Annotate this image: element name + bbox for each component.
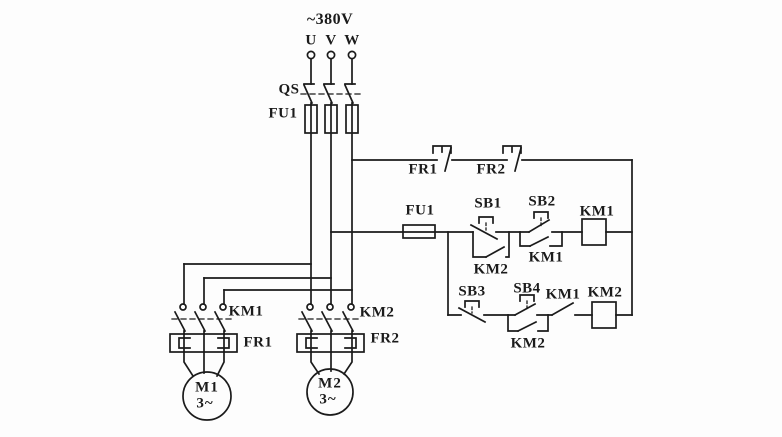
km2-interlock-label: KM2 xyxy=(473,261,509,278)
fr2-relay-label: FR2 xyxy=(370,330,400,347)
fr2-contact-label: FR2 xyxy=(476,161,506,178)
km2-main-contacts xyxy=(298,303,360,335)
fr2-thermal-relay xyxy=(296,333,365,353)
sb4-button xyxy=(513,294,537,317)
km1-main-contacts xyxy=(171,303,233,335)
km1-main-label: KM1 xyxy=(228,303,264,320)
sb3-label: SB3 xyxy=(458,283,486,300)
supply-terminals xyxy=(306,50,357,85)
km1-holding-label: KM1 xyxy=(528,249,564,266)
km2-coil-label: KM2 xyxy=(587,284,623,301)
control-rung1 xyxy=(330,211,633,316)
motor1-name-label: M1 xyxy=(195,379,219,396)
km1-coil xyxy=(581,218,607,246)
km2-holding-label: KM2 xyxy=(510,335,546,352)
sb3-button xyxy=(457,300,487,324)
motor2-circle xyxy=(306,368,354,416)
qs-label: QS xyxy=(278,81,300,98)
supply-voltage-label: ~380V xyxy=(306,11,354,28)
phase-w-label: W xyxy=(344,32,360,49)
main-fuse-label: FU1 xyxy=(268,105,298,122)
control-fuse xyxy=(402,224,436,239)
sb2-label: SB2 xyxy=(528,193,556,210)
km1-holding-contact xyxy=(519,231,563,248)
motor2-name-label: M2 xyxy=(318,375,342,392)
control-fuse-label: FU1 xyxy=(405,202,435,219)
fr1-contact-blade xyxy=(443,146,453,173)
motor1-leads xyxy=(183,351,225,378)
fr1-relay-label: FR1 xyxy=(243,334,273,351)
sb4-label: SB4 xyxy=(513,280,541,297)
sb2-button xyxy=(527,211,551,234)
motor2-type-label: 3~ xyxy=(319,391,337,408)
fr1-thermal-relay xyxy=(169,333,238,353)
sb1-button xyxy=(469,216,499,241)
km1-interlock-contact xyxy=(550,301,575,317)
left-branch-wiring xyxy=(183,263,353,305)
sb1-label: SB1 xyxy=(474,195,502,212)
phase-u-label: U xyxy=(305,32,317,49)
phase-lines xyxy=(310,102,353,305)
control-rung2 xyxy=(447,294,633,333)
fr2-contact-blade xyxy=(513,146,523,173)
qs-disconnect-switch xyxy=(300,83,362,105)
km2-coil xyxy=(591,301,617,329)
motor2-leads xyxy=(310,351,353,376)
motor1-circle xyxy=(182,371,232,421)
km2-interlock-contact xyxy=(472,231,510,259)
km1-interlock-label: KM1 xyxy=(545,286,581,303)
phase-v-label: V xyxy=(325,32,337,49)
km2-holding-contact xyxy=(507,314,549,333)
km1-coil-label: KM1 xyxy=(579,203,615,220)
fr1-contact-label: FR1 xyxy=(408,161,438,178)
km2-main-label: KM2 xyxy=(359,304,395,321)
control-top-line xyxy=(351,145,633,173)
motor1-type-label: 3~ xyxy=(196,395,214,412)
